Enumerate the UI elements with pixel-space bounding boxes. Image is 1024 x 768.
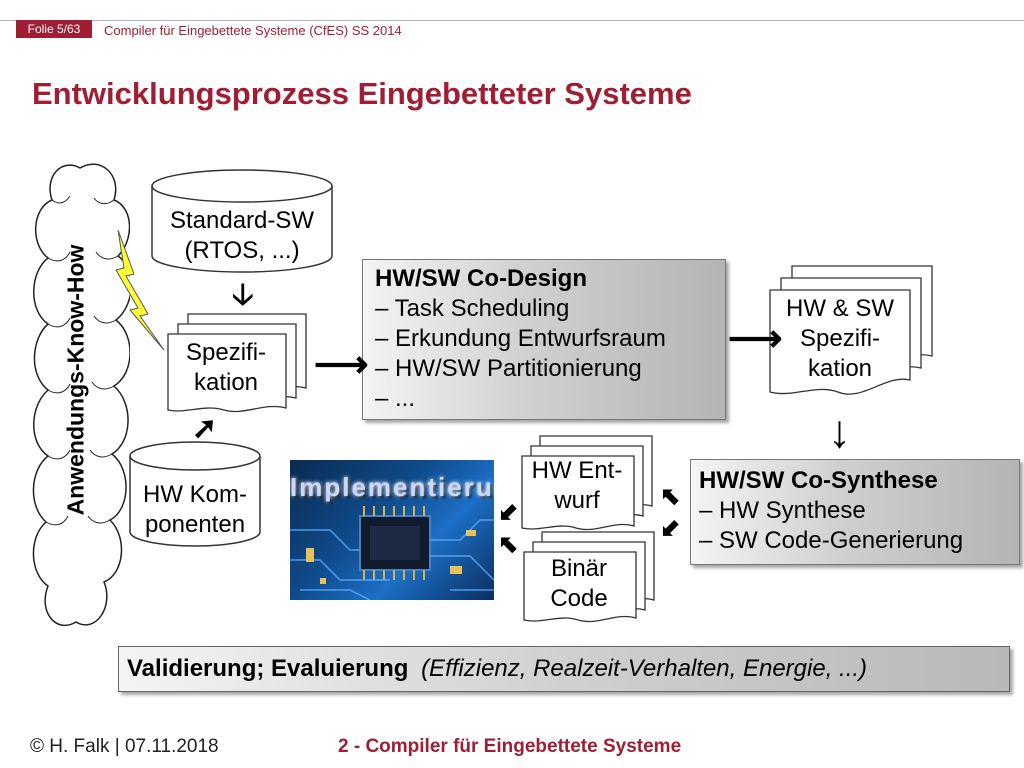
cosynthese-heading: HW/SW Co-Synthese	[699, 467, 938, 494]
footer-author-date: © H. Falk | 07.11.2018	[30, 736, 219, 757]
arrow-right-icon: ⟶	[314, 344, 369, 386]
cloud-label: Anwendungs-Know-How	[62, 244, 89, 516]
slide-title: Entwicklungsprozess Eingebetteter System…	[32, 76, 692, 111]
standard-sw-store: Standard-SW (RTOS, ...)	[150, 206, 334, 266]
course-title: Compiler für Eingebettete Systeme (CfES)…	[104, 23, 402, 38]
arrow-diag-down-left-icon: ⬋	[498, 499, 519, 526]
arrow-right-icon: ⟶	[728, 318, 783, 360]
validation-bold: Validierung; Evaluierung	[127, 655, 409, 682]
hwsw-spezifikation-line1: HW & SW	[786, 295, 894, 322]
hw-komponenten-store: HW Kom- ponenten	[128, 480, 262, 540]
hw-komponenten-line2: ponenten	[144, 511, 246, 538]
validation-bar: Validierung; Evaluierung (Effizienz, Rea…	[118, 646, 1010, 692]
validation-italic: (Effizienz, Realzeit-Verhalten, Energie,…	[421, 655, 868, 682]
binaer-code-doc-stack	[523, 531, 655, 623]
standard-sw-line2: (RTOS, ...)	[184, 237, 300, 264]
spezifikation-doc-stack	[167, 313, 307, 413]
arrow-diag-up-left-icon: ⬉	[660, 483, 681, 510]
hw-entwurf-line1: HW Ent-	[531, 457, 623, 484]
codesign-item: – Erkundung Entwurfsraum	[375, 325, 666, 352]
spezifikation-doc: Spezifi- kation	[166, 338, 286, 398]
codesign-box: HW/SW Co-Design – Task Scheduling – Erku…	[362, 259, 726, 420]
binaer-code-line1: Binär	[550, 555, 608, 582]
hw-komponenten-cylinder-shape	[129, 441, 261, 547]
codesign-item: – HW/SW Partitionierung	[375, 355, 642, 382]
arrow-diag-down-left-icon: ⬋	[660, 515, 681, 542]
hwsw-spezifikation-doc-stack	[769, 265, 933, 395]
hw-entwurf-doc: HW Ent- wurf	[520, 456, 634, 516]
codesign-item: – Task Scheduling	[375, 295, 570, 322]
circuit-board-icon	[290, 506, 494, 600]
footer-chapter: 2 - Compiler für Eingebettete Systeme	[338, 736, 682, 757]
binaer-code-line2: Code	[550, 585, 608, 612]
binaer-code-doc: Binär Code	[522, 554, 636, 614]
hwsw-spezifikation-line3: kation	[807, 355, 873, 382]
arrow-diag-up-left-icon: ⬉	[498, 531, 519, 558]
standard-sw-cylinder-shape	[151, 169, 333, 273]
slide-counter: Folie 5/63	[16, 20, 92, 38]
arrow-long-down-icon: ↓	[828, 405, 851, 457]
implementierung-image: Implementierung	[290, 460, 494, 600]
hwsw-spezifikation-doc: HW & SW Spezifi- kation	[770, 294, 910, 384]
knowhow-cloud	[32, 163, 130, 627]
hw-entwurf-doc-stack	[521, 435, 653, 531]
cosynthese-item: – HW Synthese	[699, 497, 866, 524]
spezifikation-line2: kation	[193, 369, 259, 396]
lightning-icon	[115, 229, 165, 351]
arrow-diag-up-right-icon: ➚	[192, 412, 218, 445]
implementierung-label: Implementierung	[290, 472, 494, 502]
codesign-heading: HW/SW Co-Design	[375, 265, 587, 292]
spezifikation-line1: Spezifi-	[185, 339, 267, 366]
cosynthese-box: HW/SW Co-Synthese – HW Synthese – SW Cod…	[690, 459, 1020, 565]
codesign-item: – ...	[375, 385, 416, 412]
hwsw-spezifikation-line2: Spezifi-	[799, 325, 881, 352]
hw-entwurf-line2: wurf	[554, 487, 600, 514]
header-rule	[0, 20, 1024, 21]
hw-komponenten-line1: HW Kom-	[143, 481, 247, 508]
cosynthese-item: – SW Code-Generierung	[699, 527, 964, 554]
arrow-down-icon: 🡣	[232, 278, 254, 311]
standard-sw-line1: Standard-SW	[169, 207, 315, 234]
